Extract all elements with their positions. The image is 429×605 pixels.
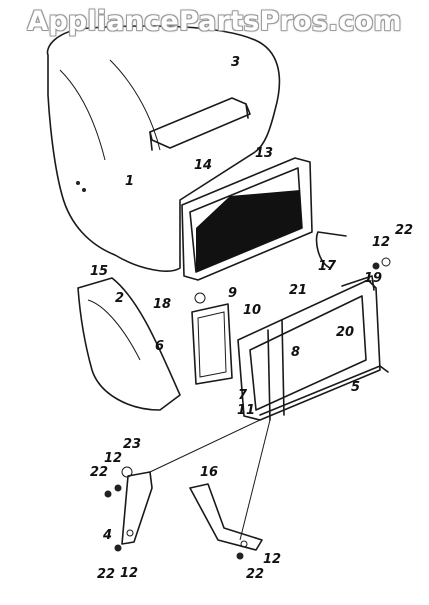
bag-handle	[149, 97, 251, 151]
leader-lines	[149, 419, 271, 541]
rod	[315, 231, 347, 269]
grass-bag	[46, 25, 281, 272]
callout-15: 15	[90, 264, 109, 279]
callout-22: 22	[395, 223, 414, 238]
callout-2: 2	[115, 291, 125, 306]
callout-20: 20	[336, 325, 355, 340]
callout-12: 12	[372, 235, 391, 250]
callout-17: 17	[318, 259, 337, 274]
callout-22: 22	[90, 465, 109, 480]
callout-3: 3	[231, 55, 241, 70]
bracket-right	[189, 483, 263, 551]
callout-18: 18	[153, 297, 172, 312]
callout-19: 19	[364, 271, 383, 286]
callout-22: 22	[97, 567, 116, 582]
bag-frame	[181, 157, 313, 281]
side-panel	[77, 277, 181, 411]
callout-23: 23	[123, 437, 142, 452]
callout-16: 16	[200, 465, 219, 480]
watermark: AppliancePartsPros.com	[27, 6, 402, 37]
door-plate	[191, 303, 233, 385]
callout-13: 13	[255, 146, 274, 161]
callout-21: 21	[289, 283, 308, 298]
callout-10: 10	[243, 303, 262, 318]
hardware	[104, 257, 391, 560]
callout-1: 1	[125, 174, 135, 189]
callout-14: 14	[194, 158, 213, 173]
callout-11: 11	[237, 403, 256, 418]
rear-frame	[237, 275, 389, 421]
callout-4: 4	[103, 528, 113, 543]
callout-5: 5	[351, 380, 361, 395]
callout-6: 6	[155, 339, 165, 354]
callout-8: 8	[291, 345, 301, 360]
callout-12: 12	[120, 566, 139, 581]
callout-22: 22	[246, 567, 265, 582]
bracket-left	[121, 471, 153, 545]
callout-12: 12	[104, 451, 123, 466]
callout-7: 7	[238, 388, 248, 403]
callout-9: 9	[228, 286, 238, 301]
callout-12: 12	[263, 552, 282, 567]
